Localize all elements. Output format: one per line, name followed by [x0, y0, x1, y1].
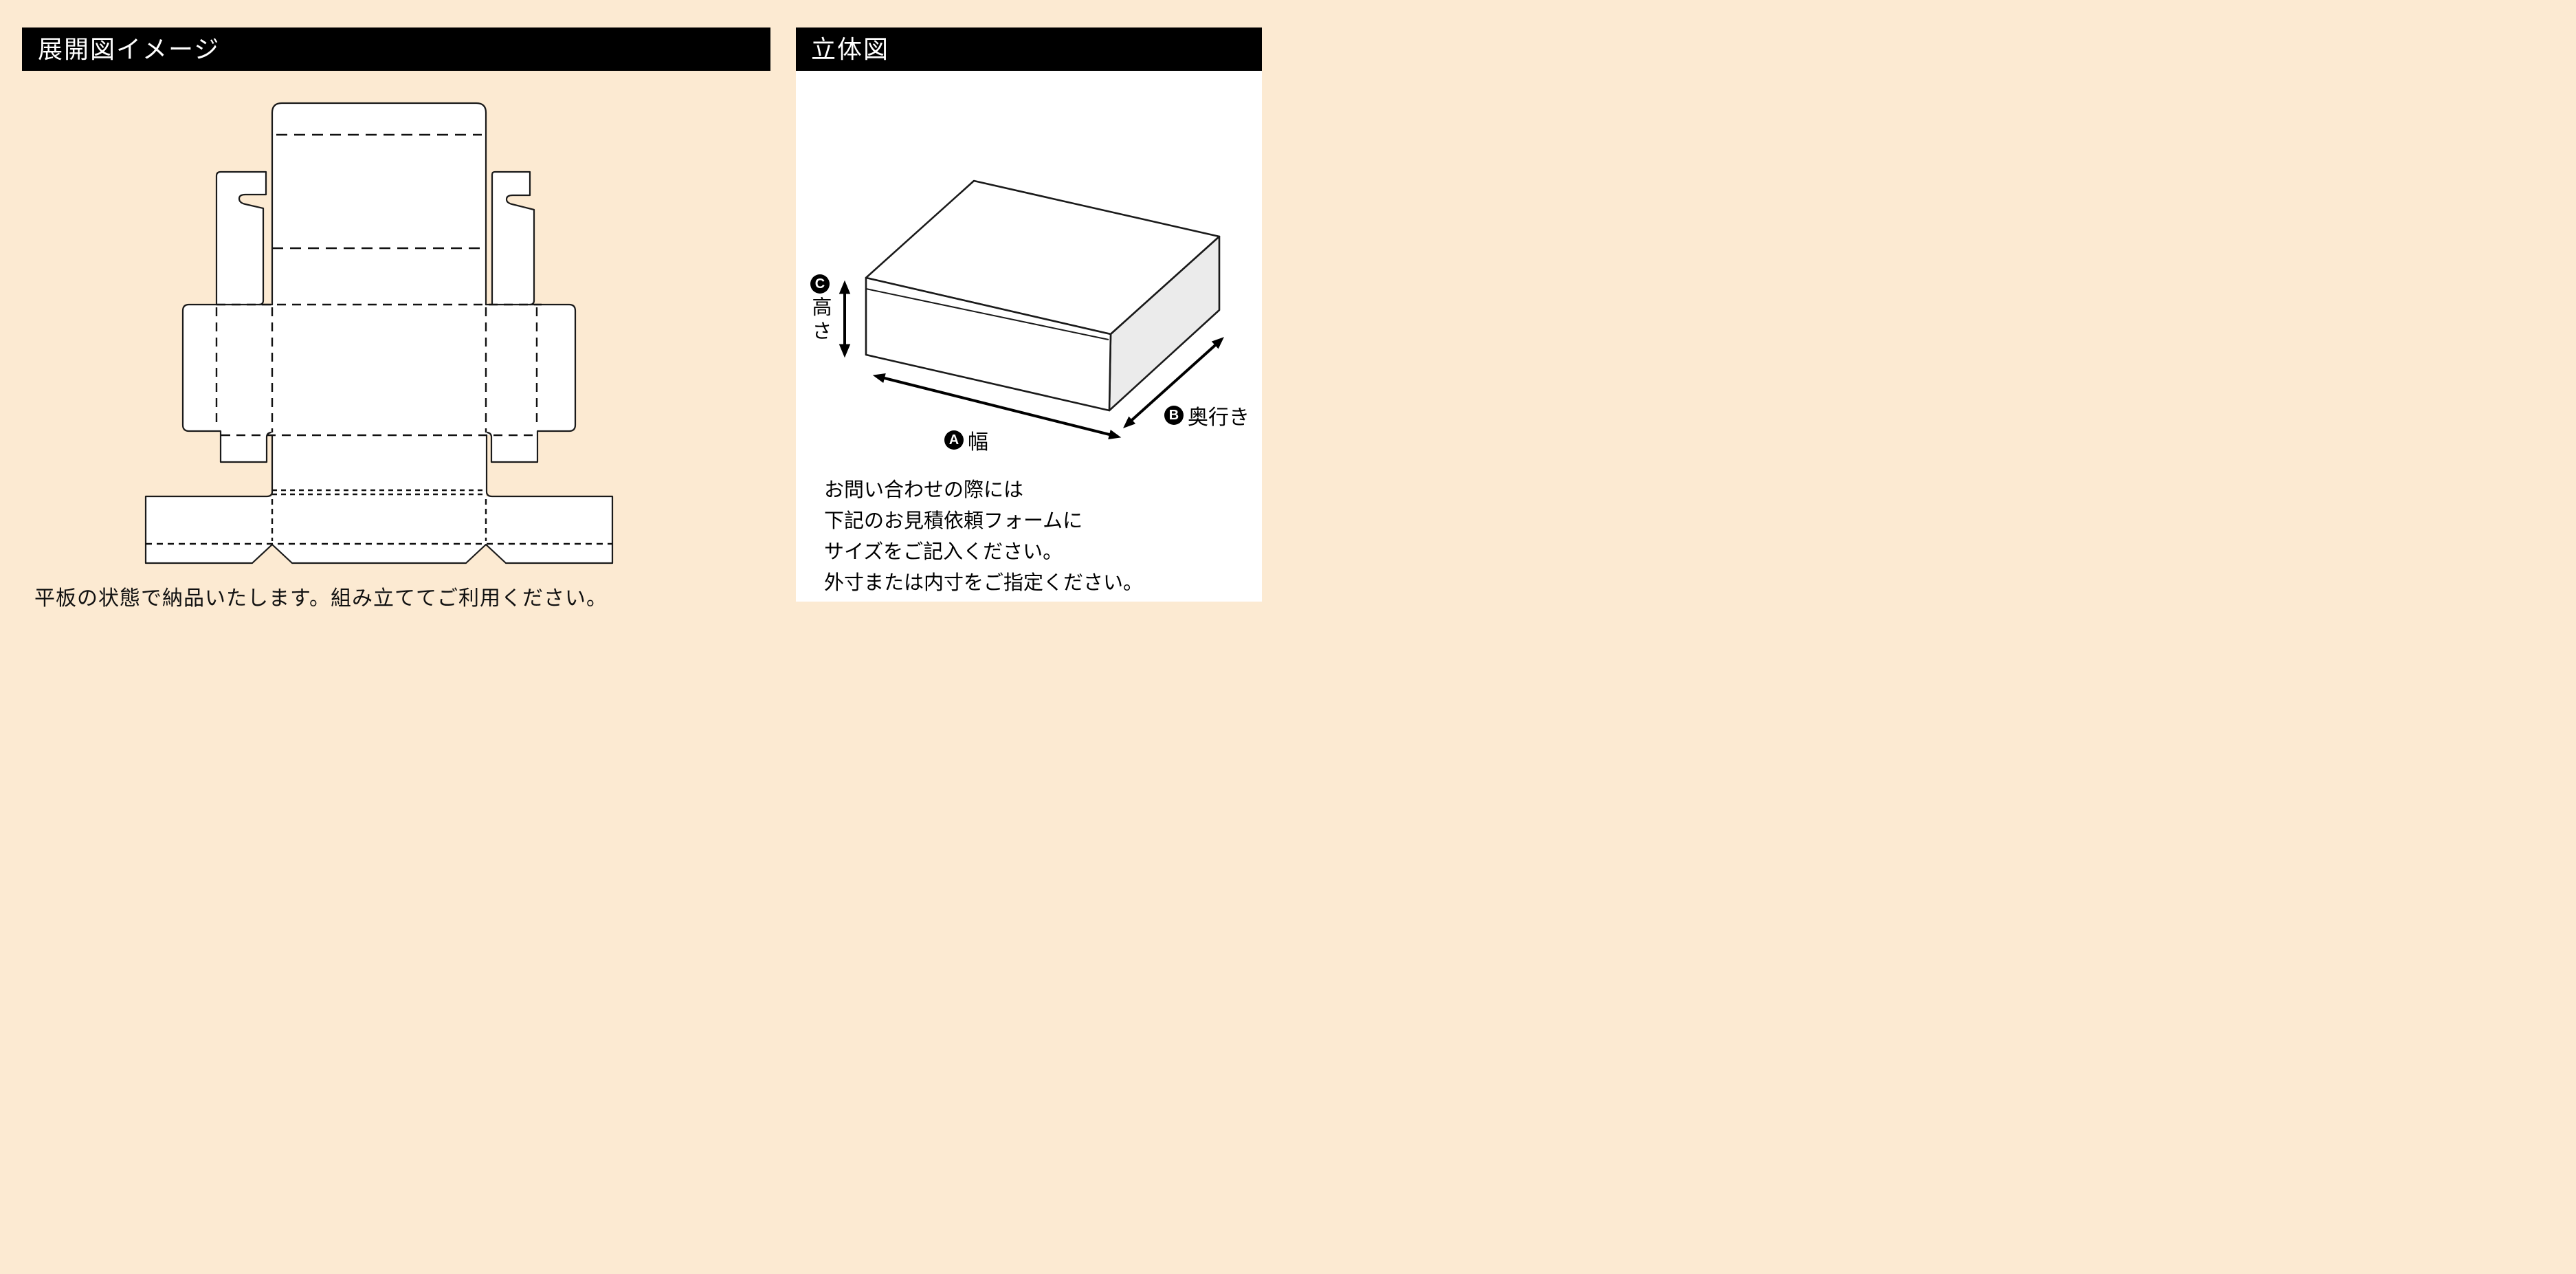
depth-letter-badge: B [1164, 406, 1184, 425]
width-dimension-label: A 幅 [944, 425, 988, 455]
dieline-lid-outline [271, 102, 487, 306]
dieline-dust-flap-left [216, 172, 266, 305]
depth-label-text: 奥行き [1188, 406, 1250, 429]
box-lid-rim-line [865, 288, 1109, 340]
inquiry-note-line: お問い合わせの際には [824, 479, 1024, 501]
left-panel-title: 展開図イメージ [38, 35, 221, 63]
height-label-text: 高さ [809, 296, 831, 344]
left-panel-title-bar: 展開図イメージ [22, 28, 770, 71]
inquiry-note-line: 下記のお見積依頼フォームに [824, 510, 1083, 532]
isometric-box-diagram [839, 179, 1224, 439]
depth-dimension-label: B 奥行き [1164, 400, 1250, 430]
inquiry-note: お問い合わせの際には 下記のお見積依頼フォームに サイズをご記入ください。 外寸… [824, 475, 1143, 599]
right-panel-body: C 高さ A 幅 B 奥行き お問い合わせの際には 下記のお見積依頼フォームに … [796, 71, 1262, 602]
inquiry-note-line: 外寸または内寸をご指定ください。 [824, 572, 1144, 594]
height-dimension-label: C 高さ [806, 274, 834, 344]
dieline-side-flap-right [486, 305, 575, 431]
width-letter-badge: A [944, 430, 964, 450]
depth-arrow [1123, 337, 1224, 428]
dieline-front-and-strip-outline [144, 434, 614, 564]
width-arrow [872, 373, 1122, 439]
right-panel-title: 立体図 [811, 35, 890, 63]
dieline-side-flap-left [183, 305, 272, 431]
dieline-small-flap-right [486, 431, 537, 462]
dieline-small-flap-left [221, 431, 272, 462]
right-panel-title-bar: 立体図 [796, 28, 1262, 71]
dieline-lid-back-panel [272, 103, 486, 496]
height-letter-badge: C [810, 274, 830, 294]
dieline-dust-flap-left-outline [215, 171, 267, 306]
dieline-dust-flap-right [492, 172, 534, 305]
dieline-dust-flap-right-outline [491, 171, 535, 306]
inquiry-note-line: サイズをご記入ください。 [824, 541, 1063, 563]
page: 展開図イメージ [0, 0, 1288, 637]
dieline-diagram [144, 102, 614, 564]
box-front-face [865, 276, 1112, 412]
dieline-bottom-strip [146, 496, 612, 563]
dieline-side-flap-right-outline [485, 303, 577, 463]
height-arrow [839, 280, 851, 358]
width-label-text: 幅 [968, 431, 988, 454]
delivery-caption: 平板の状態で納品いたします。組み立ててご利用ください。 [34, 587, 608, 610]
